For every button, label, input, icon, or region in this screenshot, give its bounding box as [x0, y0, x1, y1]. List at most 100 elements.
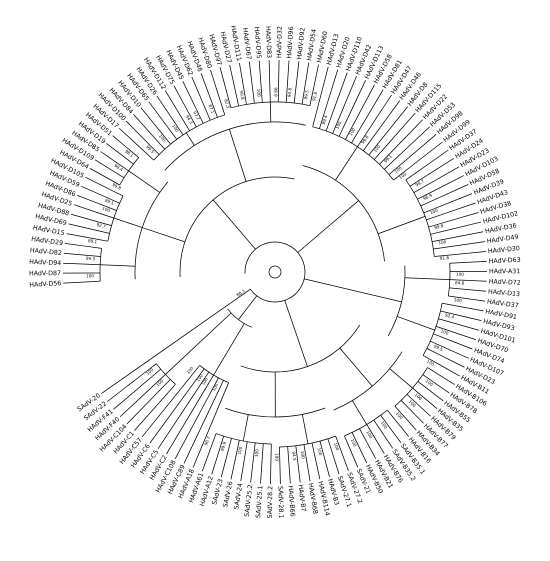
bootstrap-value: 100 — [395, 411, 404, 421]
tip-branch — [207, 375, 213, 385]
tip-branch — [304, 63, 309, 93]
leaf-label: HAdV-A31 — [489, 268, 520, 275]
tip-branch — [428, 176, 464, 194]
leaf-label: HAdV-D29 — [31, 236, 64, 247]
leaf-label: HAdV-D32 — [276, 26, 284, 58]
tip-branch — [126, 121, 151, 146]
tip-branch — [127, 159, 133, 164]
tip-branch — [230, 65, 237, 98]
bootstrap-value: 98.4 — [113, 163, 124, 172]
tip-branch — [422, 396, 437, 409]
tip-branch — [314, 65, 319, 87]
tip-branch — [313, 119, 315, 127]
bootstrap-value: 100 — [380, 420, 389, 430]
tip-branch — [360, 90, 383, 130]
clade-stem — [129, 171, 160, 193]
bootstrap-value: 100 — [300, 451, 306, 460]
bootstrap-value: 100 — [158, 133, 167, 143]
tip-branch — [441, 203, 475, 215]
tip-branch — [149, 102, 167, 127]
leaf-label: SAdV-25.2 — [244, 484, 255, 517]
tip-branch — [466, 308, 484, 311]
tip-branch — [457, 289, 486, 292]
tip-branch — [251, 79, 254, 103]
clade-stem — [378, 216, 425, 233]
bootstrap-value: 91.8 — [311, 91, 318, 102]
tip-branch — [174, 86, 187, 110]
bootstrap-value: 100 — [425, 378, 435, 387]
bootstrap-value: 100 — [456, 272, 464, 277]
bootstrap-value: 92.4 — [444, 312, 455, 319]
tip-branch — [450, 251, 486, 254]
tip-branch — [438, 354, 465, 367]
tip-branch — [306, 456, 310, 481]
leaf-label: HAdV-D87 — [29, 270, 61, 277]
tip-branch — [343, 455, 349, 471]
bootstrap-value: 100 — [333, 442, 340, 452]
tip-branch — [430, 231, 442, 234]
tip-branch — [63, 282, 92, 284]
bootstrap-value: 100 — [171, 123, 180, 133]
tip-branch — [294, 79, 297, 103]
tip-branch — [431, 194, 472, 210]
leaf-label: HAdV-D13 — [488, 288, 521, 298]
tip-branch — [435, 167, 459, 181]
bootstrap-value: 100 — [316, 447, 323, 456]
clade-stem — [186, 133, 194, 146]
tip-branch — [85, 177, 108, 189]
tip-branch — [119, 128, 136, 144]
tip-branch — [160, 384, 176, 402]
tip-branch — [155, 369, 161, 374]
tip-branch — [113, 136, 127, 148]
tip-branch — [280, 463, 281, 484]
tip-branch — [470, 281, 487, 282]
tip-branch — [220, 67, 226, 88]
clade-stem — [298, 201, 359, 253]
tip-branch — [71, 214, 88, 219]
bootstrap-value: 97.7 — [192, 110, 201, 121]
clade-stem — [100, 265, 135, 266]
tip-branch — [409, 142, 442, 168]
tip-branch — [65, 243, 82, 245]
tip-branch — [288, 455, 290, 484]
tip-branch — [237, 98, 239, 106]
tip-branch — [312, 443, 317, 466]
tip-branch — [90, 168, 99, 173]
bootstrap-value: 100 — [86, 273, 94, 278]
clade-stem — [397, 316, 435, 330]
bootstrap-value: 100 — [453, 297, 462, 303]
clade-arc — [180, 177, 295, 277]
tip-branch — [175, 399, 207, 459]
tip-branch — [82, 246, 102, 249]
tip-branch — [271, 444, 272, 468]
tip-branch — [101, 151, 113, 159]
tip-branch — [134, 402, 159, 430]
tip-branch — [101, 303, 230, 394]
bootstrap-value: 99.9 — [273, 87, 278, 97]
tip-branch — [114, 171, 124, 177]
bootstrap-value: 87.1 — [207, 104, 215, 115]
bootstrap-value: 100 — [372, 144, 381, 154]
bootstrap-value: 99.8 — [239, 90, 246, 100]
leaf-label: HAdV-D49 — [486, 234, 519, 246]
clade-stem — [270, 102, 271, 122]
tip-branch — [339, 118, 348, 136]
clade-stem — [285, 300, 308, 366]
tip-branch — [74, 205, 102, 215]
bootstrap-value: 100 — [155, 378, 164, 387]
tip-branch — [407, 406, 424, 423]
clade-stem — [304, 279, 401, 302]
bootstrap-value: 100 — [350, 438, 358, 448]
tip-branch — [452, 314, 481, 321]
tip-branch — [406, 175, 413, 180]
bootstrap-value: 100 — [426, 359, 436, 368]
tip-branch — [102, 214, 113, 218]
leaf-label: HAdV-D96 — [286, 26, 295, 58]
tip-branch — [330, 446, 339, 474]
tip-branch — [391, 120, 423, 153]
leaf-label: HAdV-D63 — [489, 257, 521, 266]
tip-branch — [438, 319, 457, 324]
bootstrap-value: 100 — [145, 367, 155, 376]
clade-stem — [352, 401, 366, 425]
